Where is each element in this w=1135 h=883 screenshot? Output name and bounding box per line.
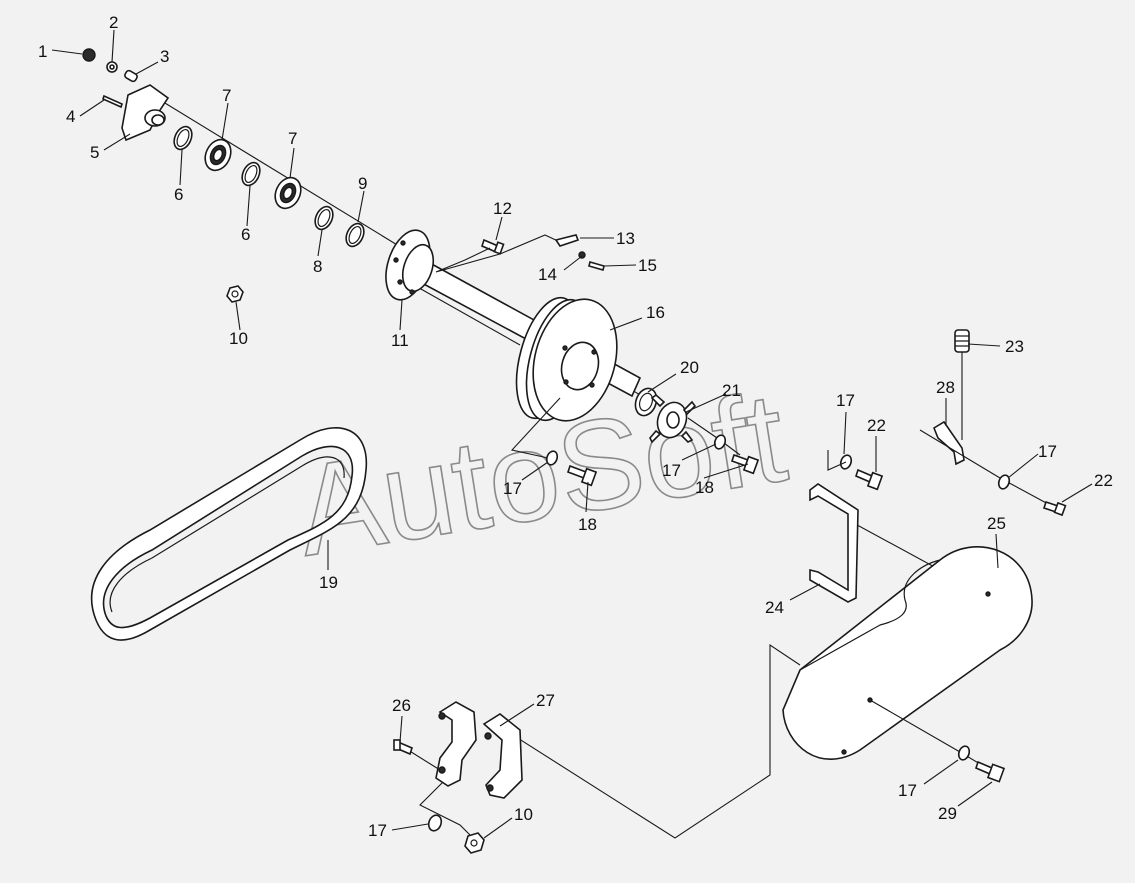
callout-18b: 18 [695, 478, 714, 497]
part-25-belt-guard [782, 546, 1033, 761]
part-17-washer-e [957, 745, 971, 761]
part-29-bolt [975, 760, 1006, 783]
callout-13: 13 [616, 229, 635, 248]
callout-24: 24 [765, 598, 784, 617]
callout-14: 14 [538, 265, 557, 284]
callout-27: 27 [536, 691, 555, 710]
callout-17d: 17 [1038, 442, 1057, 461]
part-15-screw [588, 261, 605, 271]
callout-7b: 7 [288, 129, 297, 148]
callout-28: 28 [936, 378, 955, 397]
callout-29: 29 [938, 804, 957, 823]
part-19-v-belt [90, 427, 368, 641]
part-13-clip [554, 234, 580, 247]
callout-11: 11 [391, 331, 409, 350]
part-22-bolt-a [855, 468, 884, 491]
part-9-snap-ring [345, 222, 365, 248]
part-24-bracket [809, 483, 859, 603]
callout-19: 19 [319, 573, 338, 592]
callout-15: 15 [638, 256, 657, 275]
callout-17f: 17 [898, 781, 917, 800]
part-2-washer [106, 61, 118, 73]
part-6-ring-b [241, 161, 261, 187]
callout-labels: 1 2 3 4 5 6 7 6 7 8 9 10 11 12 13 14 15 … [38, 13, 1113, 840]
part-11-hub [385, 229, 435, 301]
part-27-mount-bracket [435, 701, 523, 799]
callout-9: 9 [358, 174, 367, 193]
callout-10a: 10 [229, 329, 248, 348]
leader-hub-to-bolt [435, 234, 561, 273]
callout-8: 8 [313, 257, 322, 276]
part-5-bearing-flange [121, 84, 170, 142]
callout-17c: 17 [836, 391, 855, 410]
part-1-nut [82, 48, 96, 62]
callout-5: 5 [90, 143, 99, 162]
part-26-bolt [393, 739, 413, 756]
part-17-washer-a [545, 450, 559, 466]
callout-23: 23 [1005, 337, 1024, 356]
part-6-ring-a [173, 125, 193, 151]
part-17-washer-c [997, 474, 1011, 490]
callout-3: 3 [160, 47, 169, 66]
leader-bracket-24 [827, 450, 941, 571]
part-7-bearing-a [204, 138, 232, 172]
callout-6b: 6 [241, 225, 250, 244]
callout-leaders [51, 29, 1093, 839]
part-12-bolt [481, 238, 505, 255]
callout-22a: 22 [867, 416, 886, 435]
callout-1: 1 [38, 42, 47, 61]
part-23-stud [954, 329, 970, 353]
callout-17e: 17 [368, 821, 387, 840]
callout-26: 26 [392, 696, 411, 715]
part-10-nut-upper [226, 285, 244, 303]
callout-21: 21 [722, 381, 741, 400]
part-16-pulley [515, 296, 618, 422]
part-17-washer-b [713, 434, 727, 450]
part-20-bushing [634, 387, 658, 417]
part-4-pin [102, 94, 123, 109]
callout-7a: 7 [222, 86, 231, 105]
callout-20: 20 [680, 358, 699, 377]
callout-4: 4 [66, 107, 75, 126]
part-21-fan-hub [649, 393, 697, 444]
part-3-bushing [124, 69, 138, 83]
part-8-ring [314, 205, 334, 231]
callout-17b: 17 [662, 461, 681, 480]
callout-2: 2 [109, 13, 118, 32]
part-7-bearing-b [274, 176, 302, 210]
part-22-bolt-b [1042, 500, 1067, 517]
callout-10b: 10 [514, 805, 533, 824]
part-10-nut-lower [464, 832, 485, 854]
part-18-bolt-b [730, 453, 760, 475]
part-17-washer-f [427, 814, 443, 832]
callout-16: 16 [646, 303, 665, 322]
callout-6a: 6 [174, 185, 183, 204]
callout-18a: 18 [578, 515, 597, 534]
part-18-bolt-a [566, 464, 598, 487]
leader-guard-bolt [869, 699, 991, 771]
part-28-bracket [933, 420, 965, 466]
callout-25: 25 [987, 514, 1006, 533]
callout-22b: 22 [1094, 471, 1113, 490]
callout-17a: 17 [503, 479, 522, 498]
callout-12: 12 [493, 199, 512, 218]
